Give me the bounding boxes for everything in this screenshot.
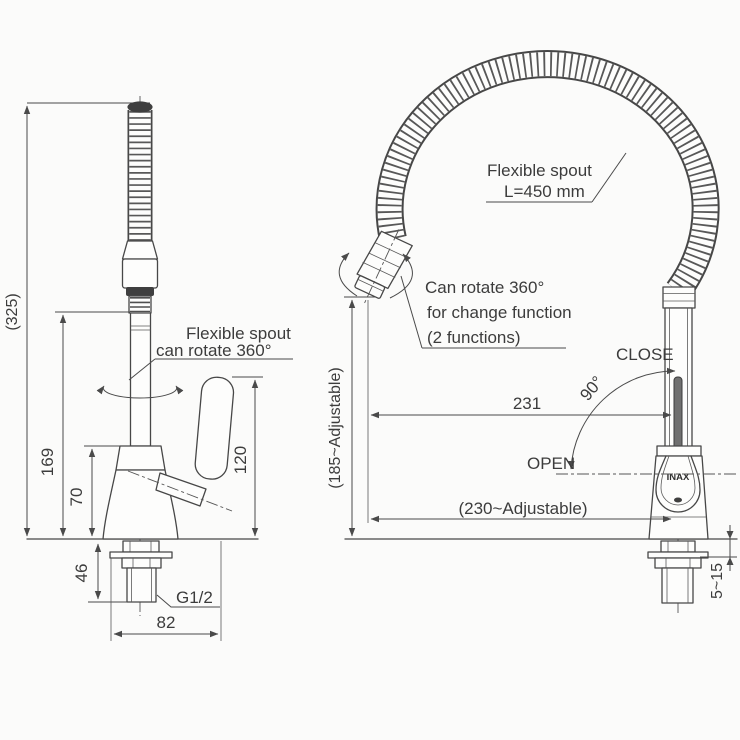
spray-head [121, 258, 159, 289]
hose-connector [662, 286, 696, 309]
aerator [126, 287, 154, 296]
aerator-line [357, 279, 384, 292]
note-leader-line [128, 358, 156, 381]
handle-grip [194, 376, 235, 480]
rotate-arrow-left-icon [338, 252, 358, 297]
left-note-line1: Flexible spout [186, 324, 291, 343]
dim-text-325: (325) [4, 293, 21, 330]
body-screw [674, 497, 682, 503]
spray-head-tilted [354, 229, 413, 304]
dim-text-5-15: 5~15 [709, 563, 726, 599]
dim-text-120: 120 [231, 446, 250, 474]
base-neck [660, 540, 696, 553]
spout-holder-loop [655, 455, 701, 513]
thread-leader-line [156, 594, 220, 608]
left-note-line2: can rotate 360° [156, 341, 272, 360]
dim-text-82: 82 [157, 613, 176, 632]
close-label: CLOSE [616, 345, 674, 364]
left-view: (325) 169 70 46 120 82 G1/2 Flexible spo… [4, 96, 293, 641]
head-band [368, 252, 401, 269]
open-label: OPEN [527, 454, 575, 473]
mounting-flange [647, 551, 709, 559]
rotate-arrow-right-icon [389, 253, 413, 299]
right-view: INAX Flexible spout L=450 mm Can rotate … [327, 50, 738, 616]
hose-end-cap [127, 101, 153, 113]
gooseneck-hose-fill [377, 52, 718, 299]
head-band [374, 242, 407, 258]
rotate-arrow-left-icon [96, 385, 141, 399]
mounting-flange [109, 551, 173, 559]
dim-text-46: 46 [72, 564, 91, 583]
rotate-note-line1: Can rotate 360° [425, 278, 544, 297]
dim-text-70: 70 [67, 488, 86, 507]
handle-boss [155, 472, 207, 507]
dim-text-185: (185~Adjustable) [327, 367, 344, 488]
lock-nut [654, 557, 702, 569]
dim-arrow [726, 531, 734, 539]
head-band [362, 261, 396, 278]
lever-handle [673, 376, 683, 451]
body-collar [115, 445, 166, 471]
dim-text-169: 169 [38, 448, 57, 476]
lock-nut [121, 557, 162, 569]
arc-90-degrees [568, 367, 676, 470]
handle-axis [127, 470, 233, 512]
rotate-arrow-right-icon [139, 385, 184, 399]
spout-note-line1: Flexible spout [487, 161, 592, 180]
head-taper [121, 240, 159, 260]
dim-text-230: (230~Adjustable) [458, 499, 587, 518]
base-neck [122, 540, 160, 553]
rotate-note-line3: (2 functions) [427, 328, 521, 347]
brand-logo: INAX [667, 472, 690, 483]
riser-pipe [129, 312, 152, 447]
dim-text-231: 231 [513, 394, 541, 413]
spout-note-leader [591, 152, 627, 203]
body-collar [656, 445, 702, 457]
dim-arrow [726, 557, 734, 565]
rotate-note-leader [400, 275, 423, 349]
spout-note-line2: L=450 mm [504, 182, 585, 201]
rotate-note-line2: for change function [427, 303, 572, 322]
head-centerline [364, 229, 400, 304]
spout-holder-loop-inner [660, 455, 696, 506]
thread-label: G1/2 [176, 588, 213, 607]
